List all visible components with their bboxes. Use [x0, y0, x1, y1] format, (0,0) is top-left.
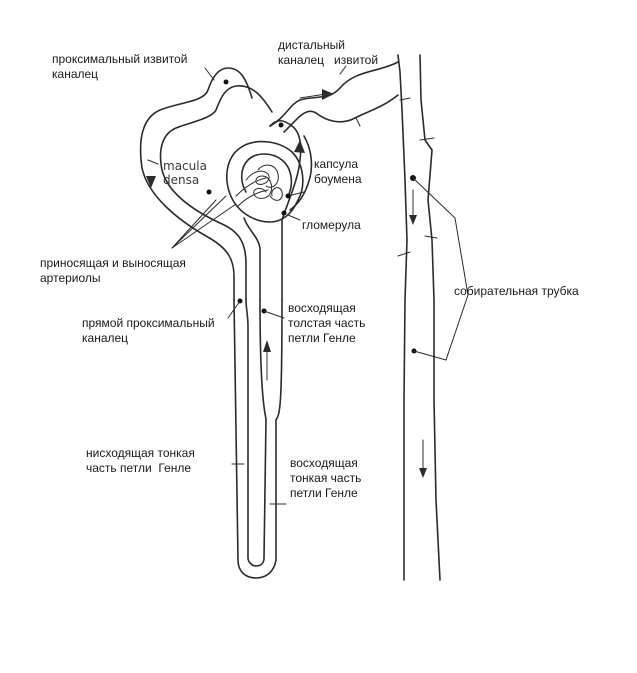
- loop-of-henle-shape: [227, 298, 287, 579]
- label-thick-ascending: восходящая толстая часть петли Генле: [288, 301, 366, 345]
- distal-flow-arrow: [322, 89, 334, 100]
- duct-flow-arrow-top: [409, 215, 417, 225]
- collecting-duct-shape: [397, 54, 469, 581]
- glomerulus-pointer: [281, 210, 287, 216]
- thick-ascending-upper: [243, 119, 313, 301]
- distal-rise-arrow: [294, 140, 305, 153]
- label-proximal-straight: прямой проксимальный каналец: [82, 316, 215, 345]
- bowman-capsule-pointer: [285, 193, 291, 199]
- ascending-flow-arrow: [263, 340, 271, 352]
- label-arterioles: приносящая и выносящая артериолы: [40, 256, 186, 285]
- arteriole-pointers: [171, 195, 237, 249]
- proximal-convoluted-pointer: [223, 79, 229, 85]
- distal-convoluted-pointer: [278, 122, 284, 128]
- label-collecting-duct: собирательная трубка: [454, 284, 579, 298]
- label-thin-ascending: восходящая тонкая часть петли Генле: [290, 456, 362, 500]
- duct-flow-arrow-bottom: [419, 468, 427, 478]
- proximal-convoluted-loop: [139, 67, 273, 301]
- label-distal-convoluted: дистальный каналец извитой: [278, 38, 379, 67]
- label-proximal-convoluted: проксимальный извитой каналец: [52, 52, 188, 81]
- label-glomerulus: гломерула: [302, 218, 361, 232]
- macula-densa-pointer: [206, 189, 212, 195]
- proximal-flow-arrow: [146, 176, 156, 188]
- label-thin-descending: нисходящая тонкая часть петли Генле: [86, 446, 195, 475]
- label-macula-densa: macula densa: [163, 159, 207, 187]
- distal-connecting-tubule: [269, 61, 399, 133]
- label-bowman-capsule: капсула боумена: [314, 157, 362, 186]
- bowman-capsule-shape: [226, 140, 305, 223]
